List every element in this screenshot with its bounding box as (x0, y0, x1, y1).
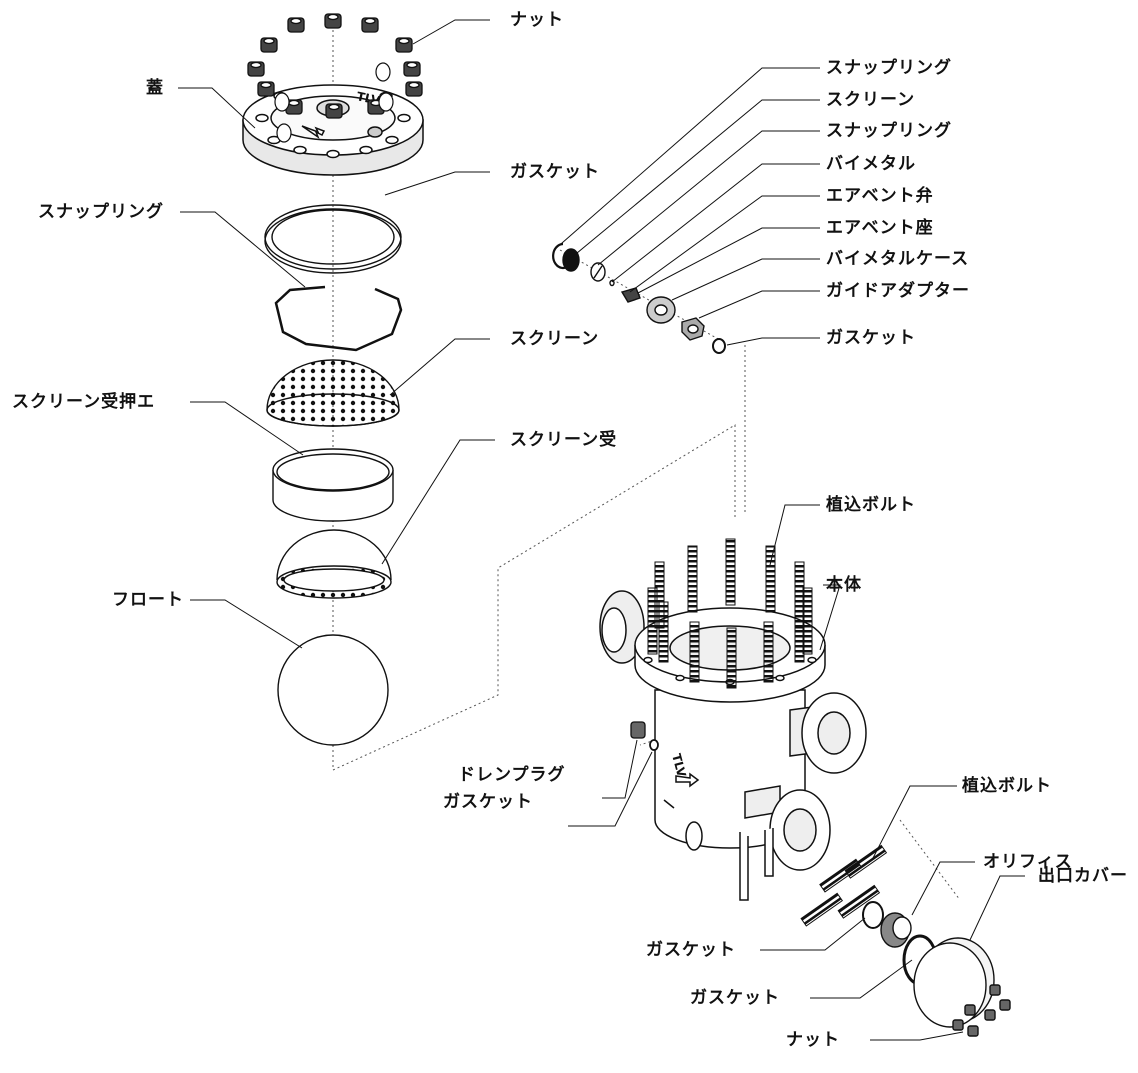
label-stud-bolt-outlet: 植込ボルト (962, 776, 1052, 796)
label-air-vent-seat: エアベント座 (826, 218, 934, 238)
lid-assembly: TLV (242, 84, 424, 176)
air-vent-seat-part (620, 287, 641, 303)
label-orifice: オリフィス (983, 852, 1073, 872)
label-screen-right: スクリーン (826, 90, 916, 110)
screen-dome-left (266, 359, 400, 427)
bimetal-case-part (646, 296, 676, 324)
gasket-adapter-part (712, 338, 726, 354)
stud-bolts-outlet (800, 844, 888, 927)
stud-bolts-top (647, 538, 813, 689)
nuts-top (247, 13, 423, 143)
label-gasket-drain: ガスケット (443, 792, 533, 812)
label-gasket-outlet-1: ガスケット (646, 940, 736, 960)
gasket-outlet-1-part (862, 901, 884, 929)
label-body: 本体 (826, 575, 862, 595)
label-air-vent-valve: エアベント弁 (826, 186, 934, 206)
gasket-lid (264, 204, 402, 274)
leader-lines (178, 19, 1025, 1041)
label-outlet-cover: 出口カバー (1038, 866, 1128, 886)
outlet-parts (862, 901, 1011, 1037)
label-drain-plug: ドレンプラグ (458, 765, 566, 785)
screen-disc-small (562, 248, 580, 272)
label-screen-left: スクリーン (510, 329, 600, 349)
assembly-axis-lines (332, 20, 961, 901)
snap-ring-left (274, 285, 403, 352)
label-stud-bolt-top: 植込ボルト (826, 495, 916, 515)
label-lid: 蓋 (146, 78, 164, 98)
label-screen-holder: スクリーン受 (510, 430, 618, 450)
float-ball (277, 634, 389, 746)
label-guide-adapter: ガイドアダプター (826, 281, 970, 301)
outlet-cover-part (913, 937, 995, 1028)
label-gasket-outlet-2: ガスケット (690, 988, 780, 1008)
label-screen-holder-presser: スクリーン受押エ (12, 392, 156, 412)
label-nut-top: ナット (510, 10, 564, 30)
nuts-bottom (952, 984, 1011, 1037)
label-nut-bottom: ナット (786, 1030, 840, 1050)
label-float: フロート (112, 590, 184, 610)
label-snap-ring-1: スナップリング (826, 58, 952, 78)
label-gasket-lid: ガスケット (510, 162, 600, 182)
label-snap-ring-2: スナップリング (826, 121, 952, 141)
label-gasket-adapter: ガスケット (826, 328, 916, 348)
guide-adapter-part (681, 317, 705, 341)
screen-holder-presser (272, 448, 394, 522)
screen-holder-dome (276, 529, 392, 599)
label-bimetal: バイメタル (826, 154, 916, 174)
drain-plug-part (630, 721, 659, 751)
label-bimetal-case: バイメタルケース (826, 249, 970, 269)
body-logo: TLV (669, 752, 689, 779)
orifice-part (880, 912, 912, 948)
label-snap-ring-left: スナップリング (38, 202, 164, 222)
